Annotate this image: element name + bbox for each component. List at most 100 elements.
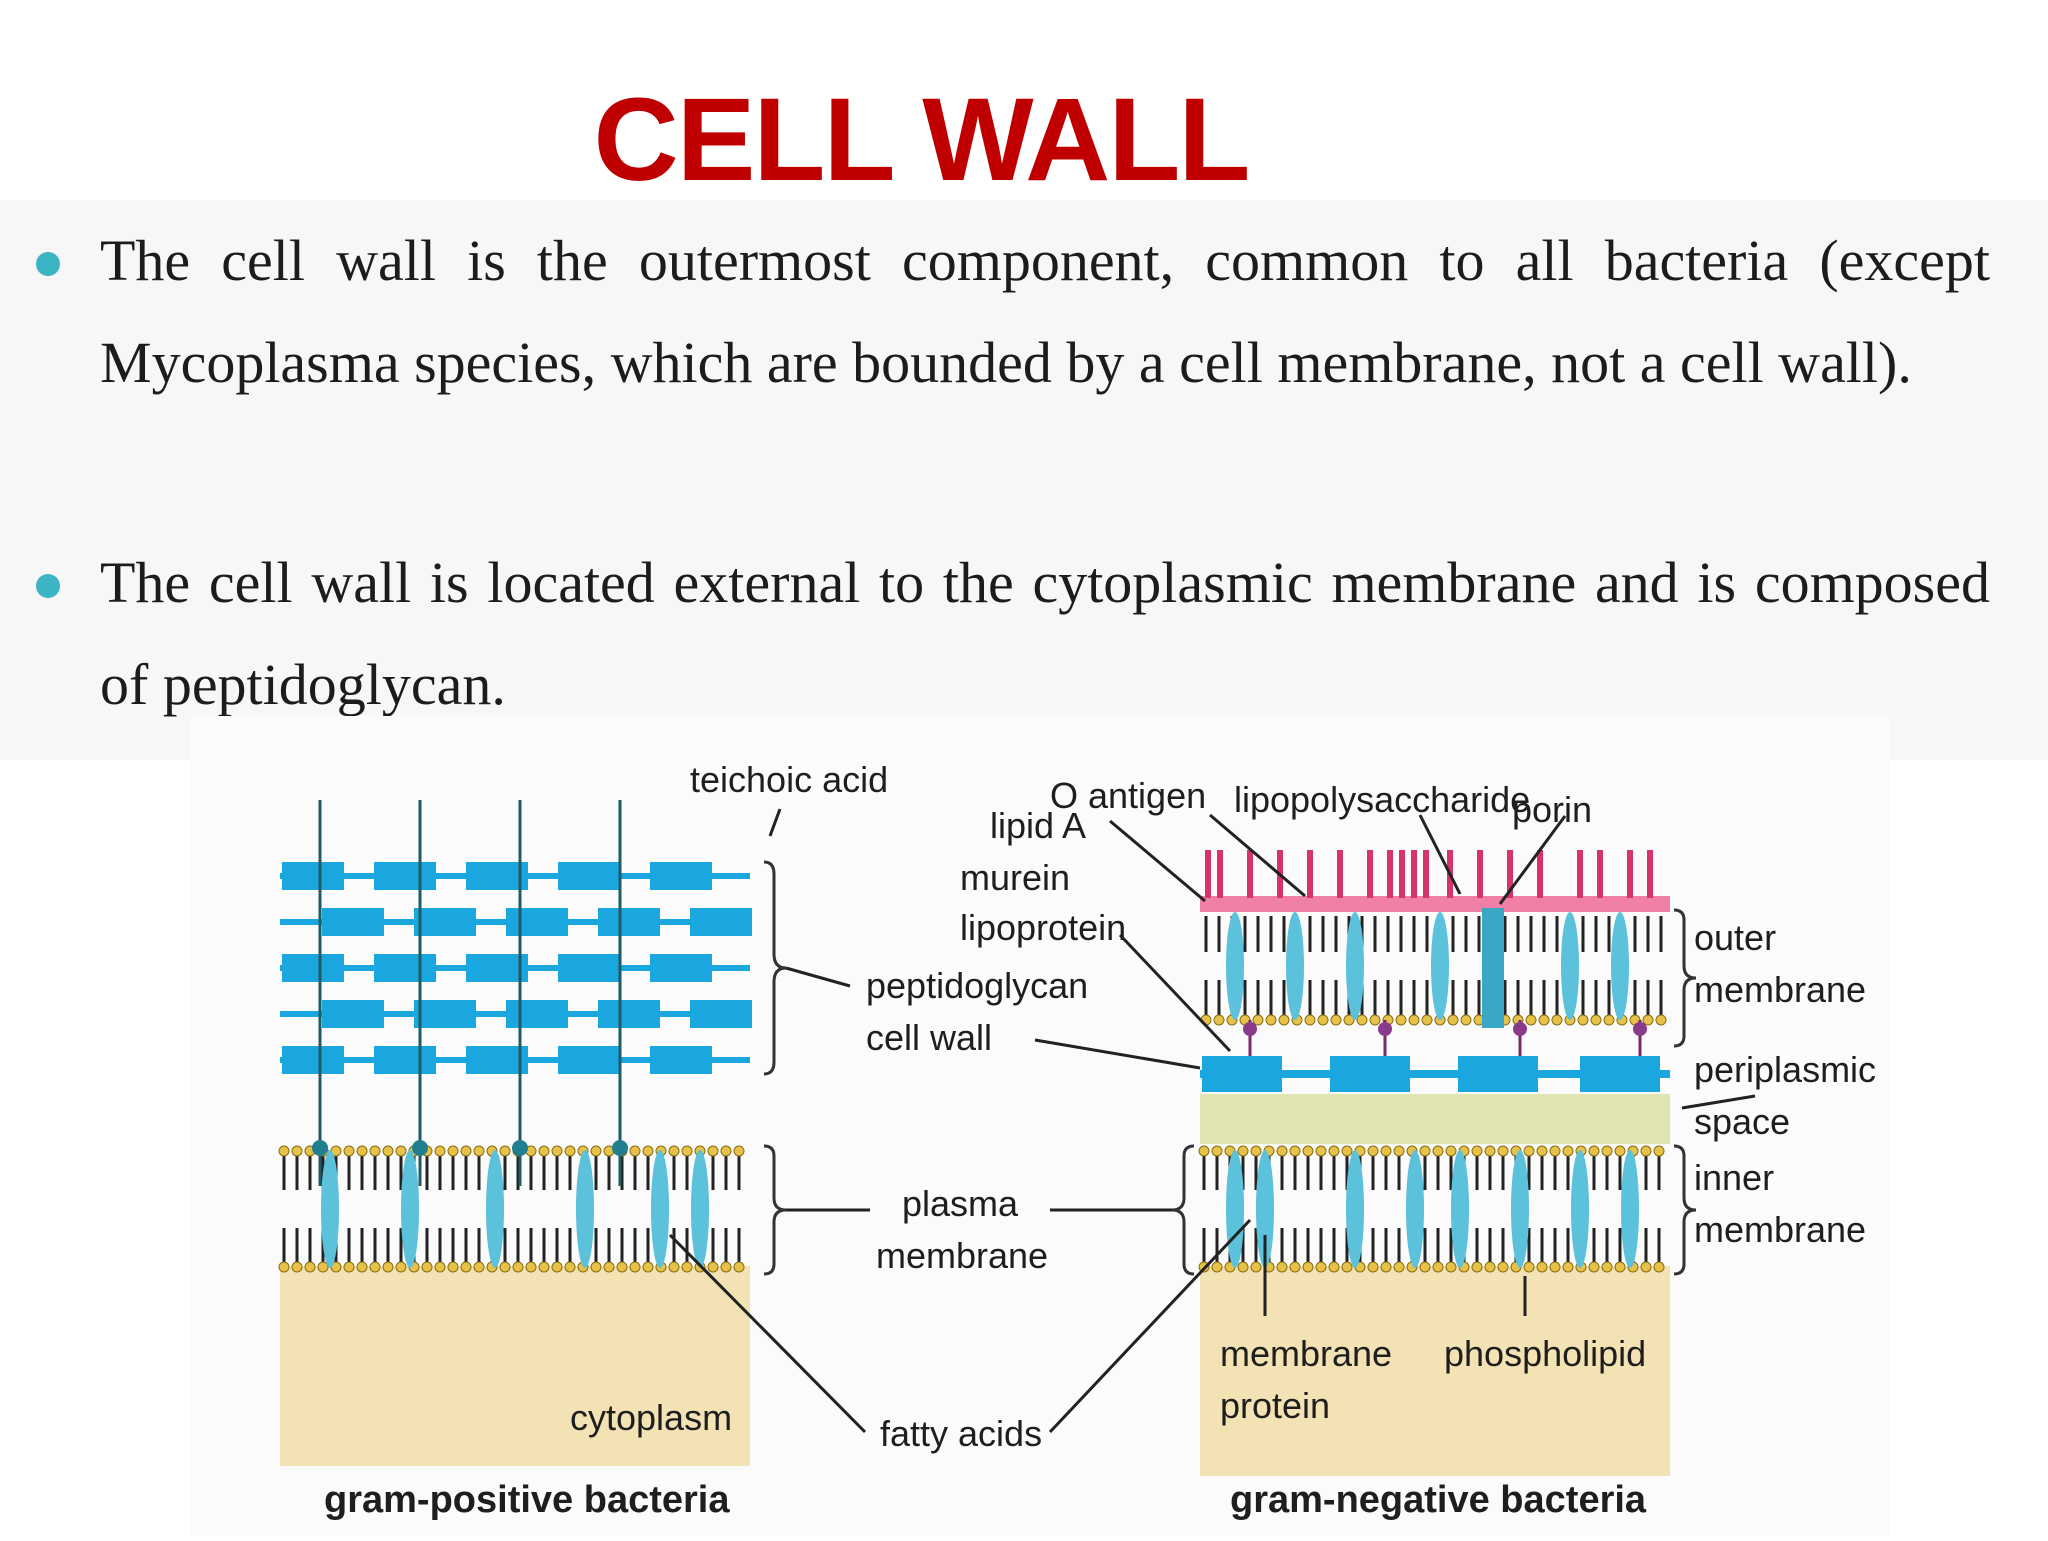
phospholipid-head bbox=[1536, 1261, 1548, 1273]
o-antigen-chain bbox=[1337, 850, 1343, 898]
membrane-protein bbox=[1256, 1150, 1274, 1268]
phospholipid-head bbox=[1395, 1014, 1407, 1026]
phospholipid-head bbox=[1655, 1014, 1667, 1026]
phospholipid-head bbox=[1614, 1261, 1626, 1273]
phospholipid-head bbox=[1551, 1014, 1563, 1026]
phospholipid-head bbox=[1549, 1145, 1561, 1157]
peptidoglycan-block bbox=[650, 862, 712, 890]
phospholipid-head bbox=[551, 1261, 563, 1273]
o-antigen-chain bbox=[1597, 850, 1603, 898]
phospholipid-head bbox=[1211, 1261, 1223, 1273]
phospholipid-head bbox=[434, 1261, 446, 1273]
phospholipid-head bbox=[1525, 1014, 1537, 1026]
phospholipid-head bbox=[1577, 1014, 1589, 1026]
membrane-protein bbox=[576, 1150, 594, 1268]
text-band bbox=[0, 200, 2048, 760]
teichoic-acid-anchor bbox=[512, 1140, 528, 1156]
phospholipid-head bbox=[1562, 1145, 1574, 1157]
phospholipid-head bbox=[1265, 1014, 1277, 1026]
lipoprotein bbox=[1378, 1022, 1392, 1036]
phospholipid-head bbox=[1328, 1145, 1340, 1157]
membrane-protein bbox=[1571, 1150, 1589, 1268]
phospholipid-head bbox=[356, 1145, 368, 1157]
peptidoglycan-block bbox=[374, 1046, 436, 1074]
membrane-protein bbox=[1511, 1150, 1529, 1268]
phospholipid-head bbox=[1341, 1261, 1353, 1273]
o-antigen-chain bbox=[1537, 850, 1543, 898]
gram-positive-panel bbox=[278, 800, 752, 1466]
phospholipid-head bbox=[317, 1261, 329, 1273]
phospholipid-head bbox=[1484, 1261, 1496, 1273]
phospholipid-head bbox=[1369, 1014, 1381, 1026]
phospholipid-head bbox=[1471, 1145, 1483, 1157]
phospholipid-head bbox=[1640, 1261, 1652, 1273]
phospholipid-head bbox=[278, 1145, 290, 1157]
peptidoglycan-block bbox=[414, 1000, 476, 1028]
label-lipopolysaccharide: lipopolysaccharide bbox=[1234, 779, 1530, 820]
phospholipid-head bbox=[1341, 1145, 1353, 1157]
phospholipid-head bbox=[1601, 1145, 1613, 1157]
phospholipid-head bbox=[1614, 1145, 1626, 1157]
membrane-protein bbox=[1286, 912, 1304, 1020]
phospholipid-head bbox=[473, 1145, 485, 1157]
phospholipid-head bbox=[525, 1261, 537, 1273]
peptidoglycan-block bbox=[506, 1000, 568, 1028]
phospholipid-head bbox=[642, 1145, 654, 1157]
phospholipid-head bbox=[499, 1261, 511, 1273]
phospholipid-head bbox=[1213, 1014, 1225, 1026]
membrane-protein bbox=[1431, 912, 1449, 1020]
phospholipid-head bbox=[1304, 1014, 1316, 1026]
label-plasma-membrane: membrane bbox=[876, 1235, 1048, 1276]
slide-title: CELL WALL bbox=[593, 74, 1251, 206]
phospholipid-head bbox=[1211, 1145, 1223, 1157]
peptidoglycan-block bbox=[1458, 1056, 1538, 1092]
phospholipid-head bbox=[1367, 1261, 1379, 1273]
bullet-text: The cell wall is the outermost component… bbox=[100, 228, 1990, 395]
peptidoglycan-block bbox=[690, 908, 752, 936]
phospholipid-head bbox=[369, 1145, 381, 1157]
phospholipid-head bbox=[1393, 1145, 1405, 1157]
label-outer-membrane: membrane bbox=[1694, 969, 1866, 1010]
membrane-protein bbox=[1226, 1150, 1244, 1268]
gp-peptidoglycan-layers bbox=[280, 862, 752, 1074]
peptidoglycan-block bbox=[598, 1000, 660, 1028]
phospholipid-head bbox=[1432, 1261, 1444, 1273]
phospholipid-head bbox=[447, 1145, 459, 1157]
cell-wall-diagram: teichoic acid O antigen lipopolysacchari… bbox=[190, 716, 1890, 1536]
o-antigen-chain bbox=[1399, 850, 1405, 898]
label-lipoprotein: lipoprotein bbox=[960, 907, 1126, 948]
phospholipid-head bbox=[1252, 1014, 1264, 1026]
lipoprotein bbox=[1243, 1022, 1257, 1036]
phospholipid-head bbox=[434, 1145, 446, 1157]
phospholipid-head bbox=[369, 1261, 381, 1273]
diagram-labels: teichoic acid O antigen lipopolysacchari… bbox=[324, 759, 1876, 1521]
peptidoglycan-block bbox=[466, 954, 528, 982]
label-outer: outer bbox=[1694, 917, 1776, 958]
peptidoglycan-block bbox=[466, 862, 528, 890]
phospholipid-head bbox=[1642, 1014, 1654, 1026]
phospholipid-head bbox=[1276, 1261, 1288, 1273]
o-antigen-chain bbox=[1307, 850, 1313, 898]
peptidoglycan-strand bbox=[1200, 1070, 1670, 1078]
phospholipid-head bbox=[1523, 1145, 1535, 1157]
peptidoglycan-block bbox=[558, 862, 620, 890]
phospholipid-head bbox=[1471, 1261, 1483, 1273]
phospholipid-head bbox=[447, 1261, 459, 1273]
label-membrane-protein: membrane bbox=[1220, 1333, 1392, 1374]
label-murein: murein bbox=[960, 857, 1070, 898]
phospholipid-head bbox=[681, 1261, 693, 1273]
lipid-a-layer bbox=[1200, 896, 1670, 912]
cell-wall-diagram-svg: teichoic acid O antigen lipopolysacchari… bbox=[190, 716, 1890, 1536]
phospholipid-head bbox=[1278, 1014, 1290, 1026]
membrane-protein bbox=[1451, 1150, 1469, 1268]
phospholipid-head bbox=[1393, 1261, 1405, 1273]
phospholipid-head bbox=[1432, 1145, 1444, 1157]
teichoic-acid-anchor bbox=[612, 1140, 628, 1156]
label-o-antigen: O antigen bbox=[1050, 775, 1206, 816]
phospholipid-head bbox=[564, 1261, 576, 1273]
phospholipid-head bbox=[1445, 1145, 1457, 1157]
phospholipid-head bbox=[1237, 1145, 1249, 1157]
phospholipid-head bbox=[1315, 1261, 1327, 1273]
porin bbox=[1482, 908, 1504, 1028]
peptidoglycan-block bbox=[1202, 1056, 1282, 1092]
